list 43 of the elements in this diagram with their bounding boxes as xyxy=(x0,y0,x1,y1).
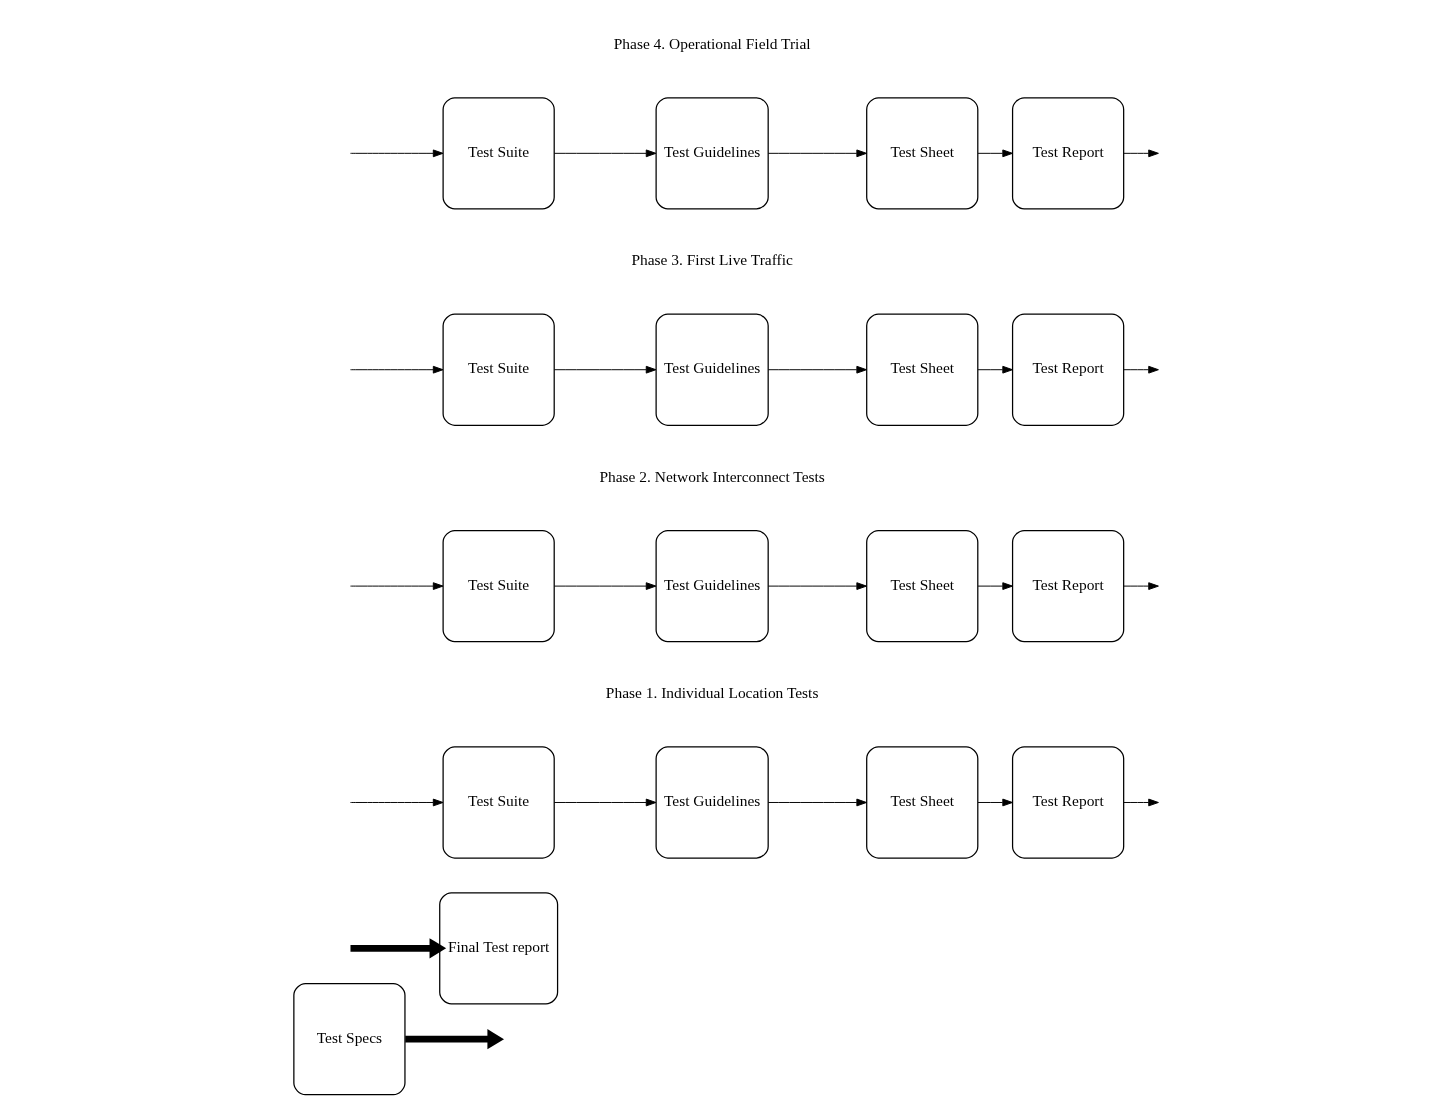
label: Phase 2. Network Interconnect Tests xyxy=(599,467,825,485)
node-box: Test Report xyxy=(1011,313,1125,426)
arrow xyxy=(767,582,867,590)
node-box: Test Report xyxy=(1011,97,1125,210)
arrow xyxy=(977,149,1013,158)
arrow xyxy=(350,798,444,807)
node-box: Test Sheet xyxy=(866,97,979,210)
arrow xyxy=(553,798,657,807)
node-box: Test Sheet xyxy=(866,529,979,643)
arrow xyxy=(1123,365,1159,374)
arrow xyxy=(1123,798,1159,807)
arrow xyxy=(1123,149,1159,158)
arrow xyxy=(977,798,1013,807)
arrow xyxy=(350,938,447,959)
label: Phase 1. Individual Location Tests xyxy=(605,683,819,701)
arrow xyxy=(977,582,1013,590)
arrow xyxy=(553,582,657,590)
node-box: Test Suite xyxy=(442,746,555,859)
arrow xyxy=(767,365,867,374)
node-box: Final Test report xyxy=(439,892,559,1005)
node-box: Test Report xyxy=(1011,529,1125,643)
node-box: Test Guidelines xyxy=(655,746,769,859)
node-box: Test Suite xyxy=(442,313,555,426)
arrow xyxy=(350,149,444,158)
node-box: Test Suite xyxy=(442,97,555,210)
arrow xyxy=(553,149,657,158)
node-box: Test Report xyxy=(1011,746,1125,859)
node-box: Test Specs xyxy=(293,983,406,1096)
label: Phase 3. First Live Traffic xyxy=(631,251,793,269)
label: Phase 4. Operational Field Trial xyxy=(613,34,811,52)
arrow xyxy=(767,149,867,158)
arrow xyxy=(553,365,657,374)
node-box: Test Guidelines xyxy=(655,529,769,643)
arrow xyxy=(767,798,867,807)
arrow xyxy=(1123,582,1159,590)
node-box: Test Guidelines xyxy=(655,97,769,210)
node-box: Test Suite xyxy=(442,529,555,643)
arrow xyxy=(350,365,444,374)
node-box: Test Sheet xyxy=(866,746,979,859)
node-box: Test Guidelines xyxy=(655,313,769,426)
arrow xyxy=(977,365,1013,374)
arrow xyxy=(350,582,444,590)
node-box: Test Sheet xyxy=(866,313,979,426)
